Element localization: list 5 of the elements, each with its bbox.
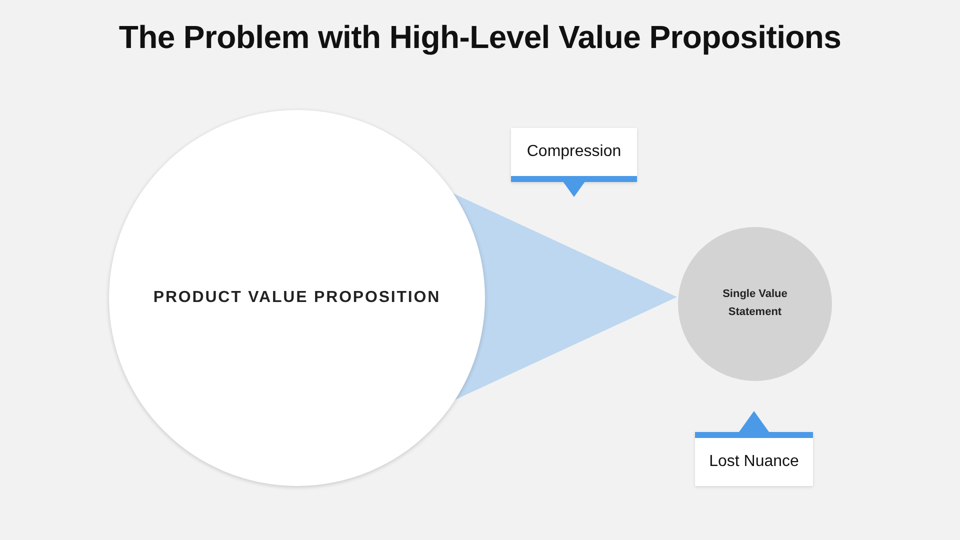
circle-label: PRODUCT VALUE PROPOSITION [153, 288, 441, 308]
callout-label: Lost Nuance [709, 452, 799, 472]
circle-label: Single Value Statement [722, 287, 788, 320]
callout-label: Compression [526, 142, 622, 162]
title: The Problem with High-Level Value Propositions [118, 19, 842, 56]
